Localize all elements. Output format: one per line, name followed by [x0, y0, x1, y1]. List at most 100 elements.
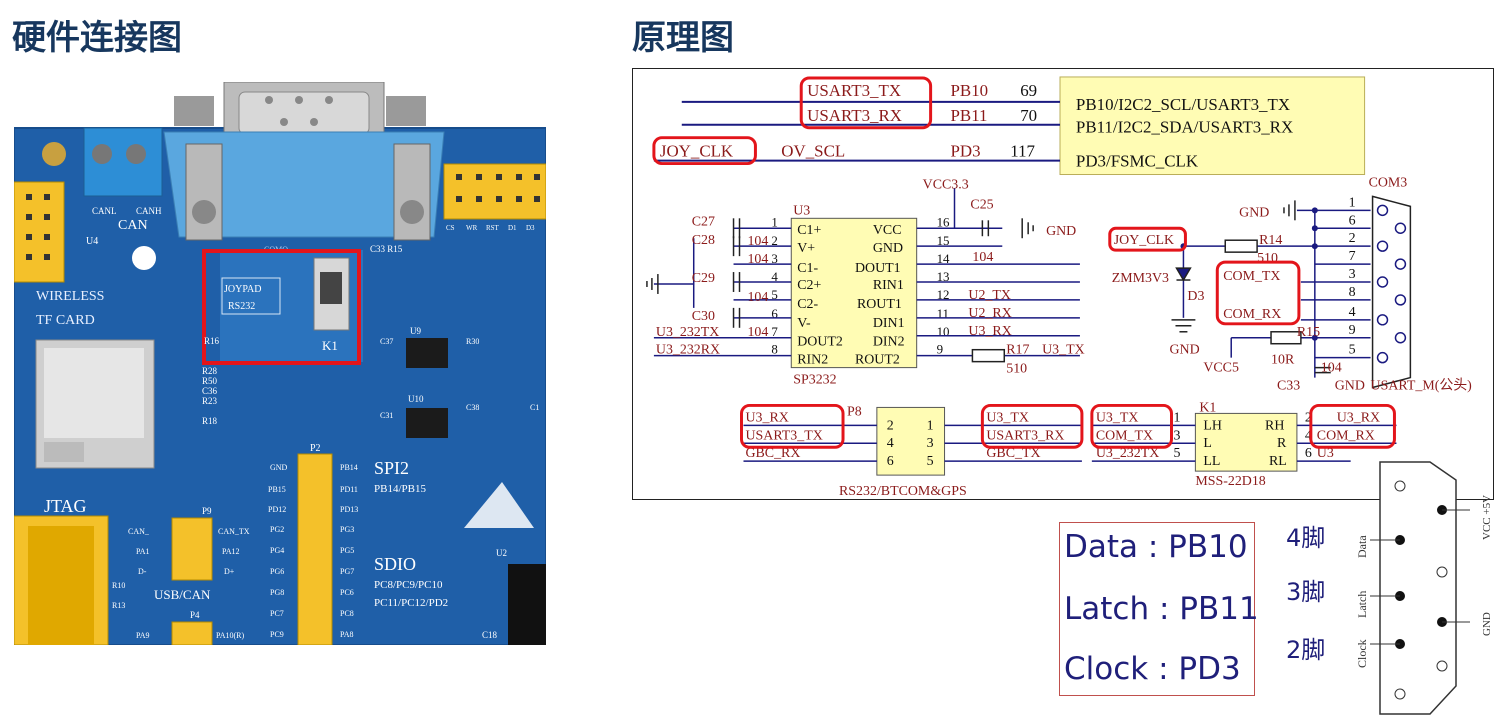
connector-clock: Clock	[1355, 639, 1369, 668]
u3-right-pin-6: DIN2	[873, 335, 905, 350]
k1-right-num-0: 2	[1305, 410, 1312, 425]
u3-ref: U3	[793, 203, 810, 218]
p8-left-net-0: U3_RX	[745, 410, 788, 425]
u3-left-pin-0: C1+	[797, 223, 821, 238]
board-c18: C18	[482, 630, 498, 640]
board-can: CAN	[118, 218, 148, 233]
com3-gnd-top: GND	[1239, 205, 1269, 220]
board-small-ref-3: R23	[202, 396, 218, 406]
mcu-num-2: 117	[1010, 142, 1035, 161]
u3-right-num-5: 11	[937, 306, 949, 321]
com3-r14: R14	[1259, 233, 1282, 248]
u3-cap-2: C29	[692, 271, 715, 286]
board-u4: U4	[86, 236, 98, 247]
com3-pin-7: 9	[1349, 323, 1356, 338]
mcu-num-0: 69	[1020, 81, 1037, 100]
k1-left-num-2: 5	[1173, 446, 1180, 461]
p8-left-num-0: 2	[887, 418, 894, 433]
board-u2: U2	[496, 548, 507, 558]
highlight-k1-right	[1309, 403, 1396, 449]
board-header-left-0: GND	[270, 463, 288, 472]
board-r30: R30	[466, 337, 479, 346]
com3-pin-2: 2	[1349, 231, 1356, 246]
u3-left-pin-1: V+	[797, 241, 815, 256]
u3-left-net-0: U3_232TX	[656, 325, 719, 340]
schematic-title: 原理图	[632, 18, 734, 58]
connector-data: Data	[1355, 535, 1369, 558]
u3-cap-1: C28	[692, 233, 715, 248]
u3-right-pin-1: GND	[873, 241, 903, 256]
p8-left-num-2: 6	[887, 454, 894, 469]
u3-right-pin-0: VCC	[873, 223, 902, 238]
u3-right-num-3: 13	[937, 269, 950, 284]
p8-right-net-0: U3_TX	[986, 410, 1029, 425]
com3-com-tx: COM_TX	[1223, 269, 1280, 284]
u3-cap-val-0: 104	[747, 234, 768, 249]
board-canl: CANL	[92, 206, 117, 216]
pin-data: Data : PB10	[1064, 529, 1248, 565]
board-pa10: PA10(R)	[216, 631, 244, 640]
u3-right-net-2: U3_RX	[968, 324, 1011, 339]
k1-name: MSS-22D18	[1195, 474, 1265, 489]
com3-c33-val: 104	[1321, 361, 1342, 376]
k1-left-net-1: COM_TX	[1096, 428, 1153, 443]
board-top-header-3: D1	[508, 224, 517, 232]
mcu-pin-1: PB11	[951, 106, 988, 125]
gamepad-connector: 4脚 3脚 2脚 Data Latch Clock VCC +5V GND	[1286, 461, 1493, 715]
com3-zener: ZMM3V3	[1112, 271, 1169, 286]
board-p9-right-2: D+	[224, 567, 235, 576]
u3-left-num-5: 6	[771, 306, 778, 321]
board-header-right-1: PD11	[340, 485, 358, 494]
u3-left-pin-7: RIN2	[797, 353, 828, 368]
u3-right-pin-7: ROUT2	[855, 353, 900, 368]
board-header-right-7: PC8	[340, 609, 354, 618]
u3-cap-val-3: 104	[747, 325, 768, 340]
board-small-ref-4: R18	[202, 416, 218, 426]
board-small-ref-2: C36	[202, 386, 218, 396]
board-top-header-0: CS	[446, 224, 455, 232]
com3-gnd-c33: GND	[1335, 379, 1365, 394]
u3-name: SP3232	[793, 373, 836, 388]
board-header-right-5: PG7	[340, 567, 354, 576]
com3-c33: C33	[1277, 379, 1300, 394]
connector-vcc: VCC +5V	[1481, 495, 1493, 540]
board-p9-left-2: D-	[138, 567, 147, 576]
u3-left-num-3: 4	[771, 269, 778, 284]
highlight-p8-left	[740, 403, 845, 449]
mcu-pin-0: PB10	[951, 81, 989, 100]
board-spi2: SPI2	[374, 458, 409, 478]
pin-mapping-box: Data : PB10 Latch : PB11 Clock : PD3	[1059, 522, 1259, 696]
u3-left-pin-4: C2-	[797, 297, 818, 312]
board-p9-left-0: CAN_	[128, 527, 150, 536]
board-small-ref-1: R50	[202, 376, 218, 386]
board-sdio-pins-1: PC8/PC9/PC10	[374, 579, 443, 591]
board-jtag: JTAG	[44, 496, 87, 516]
u3-left-pin-5: V-	[797, 316, 811, 331]
schematic: USART3_TX PB10 69 PB10/I2C2_SCL/USART3_T…	[632, 68, 1494, 500]
p8-left-num-1: 4	[887, 436, 894, 451]
u3-vcc: VCC3.3	[923, 177, 969, 192]
u3-right-num-1: 15	[937, 233, 950, 248]
highlight-com3-joy-clk	[1108, 226, 1187, 252]
p8-ref: P8	[847, 404, 862, 419]
board-p9-right-0: CAN_TX	[218, 527, 250, 536]
board-header-left-3: PG2	[270, 525, 284, 534]
u3-gnd: GND	[1046, 224, 1076, 239]
board-header-left-7: PC7	[270, 609, 284, 618]
k1-right-net-1: COM_RX	[1317, 428, 1375, 443]
k1-left-pin-1: L	[1203, 436, 1212, 451]
u3-right-pin-4: ROUT1	[857, 297, 902, 312]
switch-highlight	[202, 249, 361, 365]
board-pa9: PA9	[136, 631, 150, 640]
k1-left-pin-0: LH	[1203, 418, 1222, 433]
u3-left-net-1: U3_232RX	[656, 343, 720, 358]
mcu-net-0: USART3_TX	[807, 81, 901, 100]
com3-pin-4: 3	[1349, 267, 1356, 282]
board-c38: C38	[466, 403, 479, 412]
p8-right-net-1: USART3_RX	[986, 428, 1064, 443]
mcu-net2-2: OV_SCL	[781, 142, 845, 161]
mcu-net-2: JOY_CLK	[660, 142, 734, 161]
k1-left-net-0: U3_TX	[1096, 410, 1139, 425]
u3-cap-3: C30	[692, 309, 715, 324]
k1-right-net-0: U3_RX	[1337, 410, 1380, 425]
